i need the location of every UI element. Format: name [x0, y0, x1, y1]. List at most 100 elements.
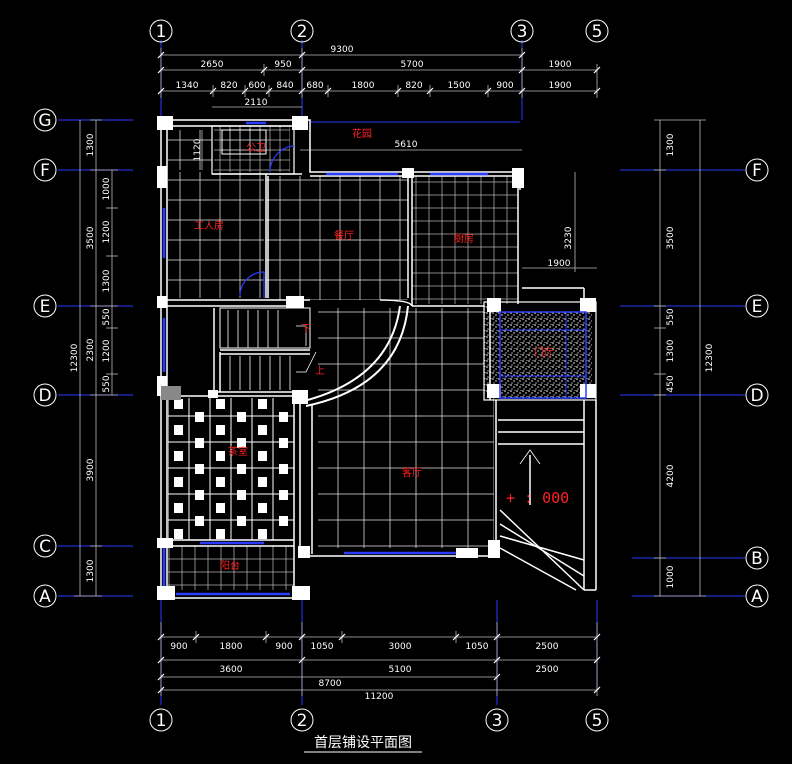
room-label-kitchen: 厨房 — [454, 232, 474, 245]
axis-bubble-bottom-3: 3 — [492, 711, 503, 731]
dimension-texts-top: 9300 2650 950 5700 1900 1340 820 600 840… — [176, 45, 572, 91]
drawing-title: 首层铺设平面图 — [314, 735, 412, 751]
dim-left-o3: 3900 — [86, 458, 96, 481]
axis-bubbles-top: 1 2 3 5 — [149, 19, 609, 43]
dim-left-i4: 1200 — [102, 339, 112, 362]
room-label-garden: 花园 — [352, 127, 372, 140]
axis-bubble-bottom-1: 1 — [156, 711, 167, 731]
axis-bubble-top-1: 1 — [156, 22, 167, 42]
dim-left-o4: 1300 — [86, 559, 96, 582]
dim-top-r2-7: 1500 — [448, 81, 471, 91]
dim-right-o1: 3500 — [666, 226, 676, 249]
axis-bubble-left-a: A — [39, 587, 51, 607]
axis-bubble-left-d: D — [38, 386, 51, 406]
dim-top-r1-1: 950 — [274, 60, 291, 70]
dim-top-r2-9: 1900 — [549, 81, 572, 91]
dimension-lines — [74, 48, 706, 696]
room-label-dining: 餐厅 — [334, 229, 354, 242]
axis-bubble-right-a: A — [751, 587, 763, 607]
dim-right-i0: 550 — [666, 308, 676, 325]
column-gray — [161, 386, 181, 400]
room-label-foyer: 门厅 — [534, 346, 554, 359]
room-label-public-wc: 公卫 — [246, 143, 266, 154]
dim-top-total: 9300 — [331, 45, 354, 55]
dim-left-i5: 550 — [102, 375, 112, 392]
dim-bot-r1-6: 2500 — [536, 642, 559, 652]
dim-top-r2-1: 820 — [220, 81, 237, 91]
dim-bot-r3-0: 8700 — [319, 679, 342, 689]
axis-bubble-right-d: D — [750, 386, 763, 406]
dimension-ticks — [157, 51, 601, 694]
dim-top-r2-8: 900 — [496, 81, 513, 91]
dim-bot-r1-3: 1050 — [311, 642, 334, 652]
dim-top-r2-3: 840 — [276, 81, 293, 91]
room-label-tea-room: 茶室 — [228, 445, 248, 458]
dim-right-o0: 1300 — [666, 133, 676, 156]
dim-right-total: 12300 — [705, 343, 715, 372]
axis-bubbles-bottom: 1 2 3 5 — [149, 708, 609, 732]
stair-treads — [227, 310, 541, 465]
dim-left-i2: 1300 — [102, 269, 112, 292]
axis-bubble-top-5: 5 — [592, 22, 603, 42]
dim-bot-r2-0: 3600 — [220, 665, 243, 675]
dim-top-r2-4: 680 — [306, 81, 323, 91]
floor-tiles — [168, 126, 592, 590]
stair-label-down: 下 — [301, 324, 311, 335]
axis-bubbles-left: G F E D C A — [33, 108, 57, 608]
axis-bubble-right-f: F — [752, 161, 762, 181]
room-label-living-room: 客厅 — [402, 466, 422, 479]
dim-bot-r1-1: 1800 — [220, 642, 243, 652]
dim-top-r2-5: 1800 — [352, 81, 375, 91]
dim-top-r2-6: 820 — [405, 81, 422, 91]
stair-label-up: 上 — [315, 365, 325, 377]
dim-left-o0: 1300 — [86, 133, 96, 156]
dim-right-o4: 1000 — [666, 565, 676, 588]
dim-int-3230: 3230 — [564, 226, 574, 249]
dimension-texts-bottom: 900 1800 900 1050 3000 1050 2500 3600 51… — [170, 642, 558, 702]
axis-bubbles-right: F E D B A — [745, 158, 769, 608]
dim-right-o3: 4200 — [666, 464, 676, 487]
dim-left-o1: 3500 — [86, 226, 96, 249]
axis-bubble-right-e: E — [752, 297, 763, 317]
dim-top-r1-2: 5700 — [401, 60, 424, 70]
windows — [162, 121, 488, 596]
dim-int-5610: 5610 — [395, 140, 418, 150]
dim-top-r2-0: 1340 — [176, 81, 199, 91]
dim-bot-r2-2: 2500 — [536, 665, 559, 675]
dim-bot-r1-0: 900 — [170, 642, 187, 652]
dim-bot-r2-1: 5100 — [389, 665, 412, 675]
dim-left-i3: 550 — [102, 308, 112, 325]
axis-bubble-left-g: G — [38, 111, 51, 131]
dim-left-i0: 1000 — [102, 177, 112, 200]
axis-bubble-right-b: B — [751, 549, 763, 569]
axis-bubble-top-2: 2 — [297, 22, 308, 42]
dimension-texts-right: 12300 1300 3500 1300 4200 1000 550 450 — [666, 133, 715, 588]
dim-bot-r4-0: 11200 — [365, 692, 394, 702]
axis-bubble-left-e: E — [40, 297, 51, 317]
axis-bubble-left-f: F — [40, 161, 50, 181]
dim-top-r2-2: 600 — [248, 81, 265, 91]
dim-bot-r1-2: 900 — [275, 642, 292, 652]
room-label-balcony: 阳台 — [220, 559, 240, 572]
room-label-worker-room: 工人房 — [194, 219, 224, 232]
axis-bubble-bottom-5: 5 — [592, 711, 603, 731]
foyer-outline — [499, 311, 587, 399]
dim-top-r1-3: 1900 — [549, 60, 572, 70]
dim-right-o2: 1300 — [666, 339, 676, 362]
room-labels: 花园 公卫 工人房 餐厅 厨房 门厅 茶室 客厅 阳台 下 上 + : 000 — [194, 127, 569, 572]
dim-int-2110: 2110 — [245, 98, 268, 108]
dim-top-r1-0: 2650 — [201, 60, 224, 70]
dim-bot-r1-5: 1050 — [466, 642, 489, 652]
elevation-mark: + : 000 — [506, 489, 569, 507]
dim-right-i1: 450 — [666, 375, 676, 392]
door-swings — [239, 145, 295, 298]
dim-left-total: 12300 — [70, 343, 80, 372]
dim-left-o2: 2300 — [86, 338, 96, 361]
dim-bot-r1-4: 3000 — [389, 642, 412, 652]
dim-left-i1: 1200 — [102, 220, 112, 243]
dimension-texts-left: 12300 1300 3500 2300 3900 1300 1000 1200… — [70, 133, 112, 582]
axis-bubble-bottom-2: 2 — [297, 711, 308, 731]
dim-int-1900: 1900 — [548, 259, 571, 269]
axis-bubble-left-c: C — [39, 537, 51, 557]
